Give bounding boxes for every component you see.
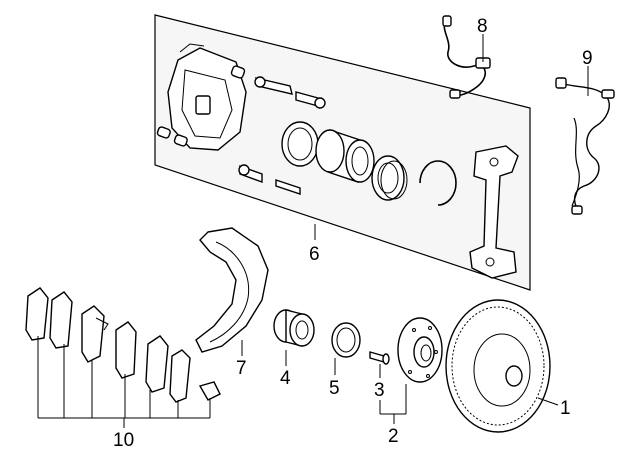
callout-9: 9 (582, 48, 593, 69)
callout-1: 1 (560, 398, 571, 419)
callout-5: 5 (329, 378, 340, 399)
piston-boot-part (371, 155, 408, 201)
callout-3: 3 (374, 380, 385, 401)
brake-pads-part (25, 287, 221, 403)
caliper-hardware-part (156, 65, 326, 195)
hub-part (397, 317, 443, 383)
piston-part (315, 129, 375, 183)
callout-4: 4 (280, 368, 291, 389)
piston-seal-part (281, 121, 319, 167)
callout-6: 6 (309, 244, 320, 265)
retaining-ring-part (419, 160, 457, 206)
callout-2: 2 (388, 426, 399, 447)
caliper-bracket-part (469, 145, 519, 279)
leader-lines (37, 34, 589, 428)
wheel-bearing-part (273, 309, 315, 347)
callout-7: 7 (236, 358, 247, 379)
callout-8: 8 (477, 16, 488, 37)
callout-10: 10 (113, 430, 134, 451)
caliper-body-part (167, 43, 247, 151)
brake-rotor-part (445, 299, 551, 433)
splash-shield-part (195, 227, 269, 353)
snap-ring-part (331, 322, 361, 358)
abs-sensor-part (555, 77, 615, 215)
wheel-stud-part (369, 351, 390, 365)
